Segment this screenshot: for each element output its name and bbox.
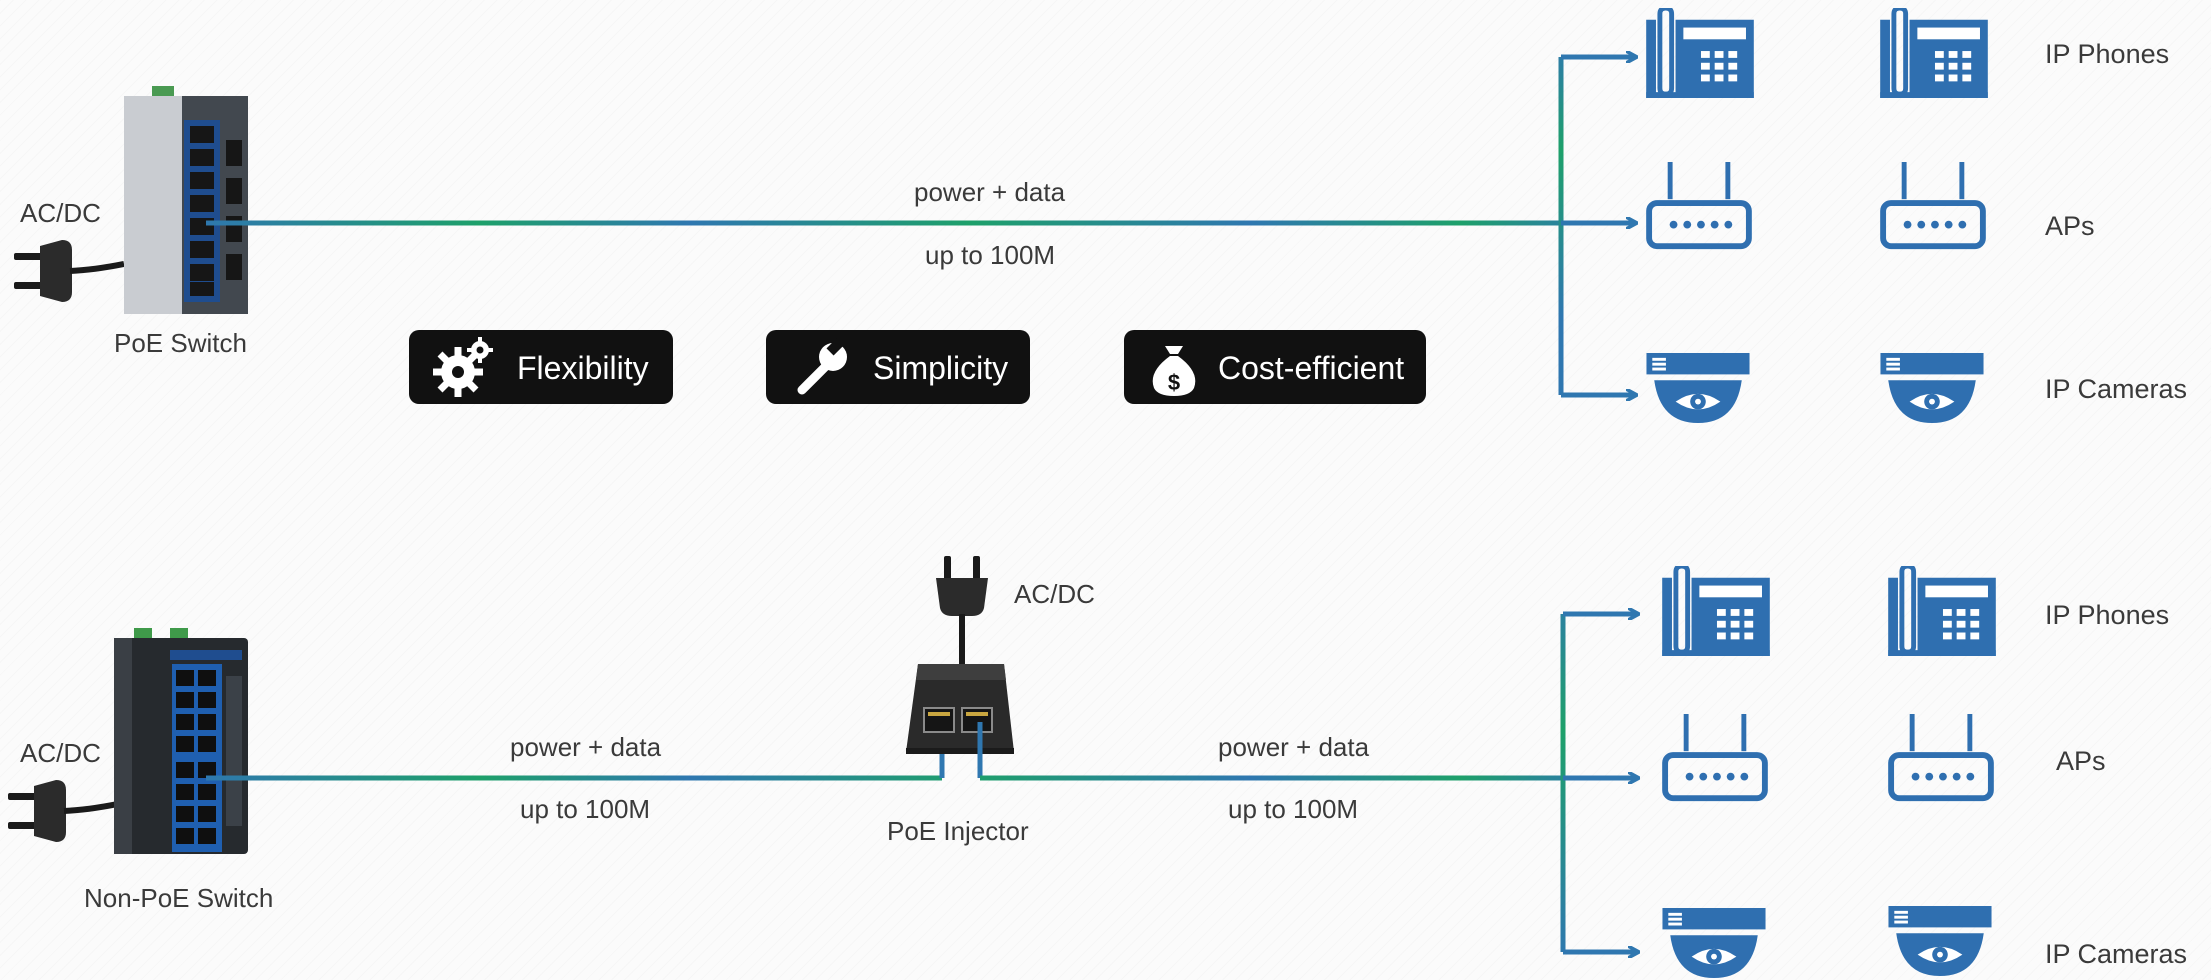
top-ip-camera-icon: [1880, 353, 1984, 423]
top-link-label: power + data: [914, 177, 1066, 207]
poe-switch-icon: [124, 86, 248, 314]
injector-power-label: AC/DC: [1014, 579, 1095, 609]
bottom-ap-icon: [1665, 714, 1765, 798]
feature-badge-simplicity: Simplicity: [766, 330, 1030, 404]
feature-badge-flexibility: Flexibility: [409, 330, 673, 404]
bottom-left-link-label: power + data: [510, 732, 662, 762]
top-ip-phone-icon: [1880, 8, 1988, 98]
feature-label-simplicity: Simplicity: [873, 350, 1008, 386]
bottom-ip-camera-icon: [1662, 908, 1766, 978]
top-ip-camera-icon: [1646, 353, 1750, 423]
top-ap-icon: [1883, 162, 1983, 246]
feature-label-cost-efficient: Cost-efficient: [1218, 350, 1404, 386]
poe-injector-icon: [906, 664, 1014, 754]
top-ip-phone-icon: [1646, 8, 1754, 98]
svg-text:$: $: [1168, 370, 1180, 395]
bottom-section: AC/DC Non-PoE Switch powe: [8, 556, 2187, 978]
money-bag-icon: $: [1152, 346, 1196, 396]
top-ap-icon: [1649, 162, 1749, 246]
wrench-icon: [797, 338, 847, 395]
top-device-label-aps: APs: [2045, 211, 2095, 241]
feature-label-flexibility: Flexibility: [517, 350, 649, 386]
bottom-device-label-aps: APs: [2056, 746, 2106, 776]
bottom-left-speed-label: up to 100M: [520, 794, 650, 824]
bottom-ip-phone-icon: [1662, 566, 1770, 656]
top-speed-label: up to 100M: [925, 240, 1055, 270]
bottom-ip-phone-icon: [1888, 566, 1996, 656]
top-power-label: AC/DC: [20, 198, 101, 228]
non-poe-switch-icon: [114, 628, 248, 854]
feature-badge-cost-efficient: $ Cost-efficient: [1124, 330, 1426, 404]
bottom-ip-camera-icon: [1888, 906, 1992, 976]
non-poe-switch-label: Non-PoE Switch: [84, 883, 273, 913]
bottom-power-label: AC/DC: [20, 738, 101, 768]
bottom-ap-icon: [1891, 714, 1991, 798]
poe-injector-label: PoE Injector: [887, 816, 1029, 846]
bottom-device-label-cameras: IP Cameras: [2045, 939, 2187, 969]
bottom-power-plug-icon: [8, 780, 118, 842]
bottom-right-link-label: power + data: [1218, 732, 1370, 762]
bottom-right-speed-label: up to 100M: [1228, 794, 1358, 824]
top-device-label-phones: IP Phones: [2045, 39, 2169, 69]
poe-switch-label: PoE Switch: [114, 328, 247, 358]
gears-icon: [433, 337, 493, 397]
top-section: AC/DC PoE Switch power + data up to 100M: [14, 8, 2187, 423]
top-power-plug-icon: [14, 240, 124, 302]
injector-power-plug-icon: [936, 556, 988, 666]
bottom-device-label-phones: IP Phones: [2045, 600, 2169, 630]
top-device-label-cameras: IP Cameras: [2045, 374, 2187, 404]
